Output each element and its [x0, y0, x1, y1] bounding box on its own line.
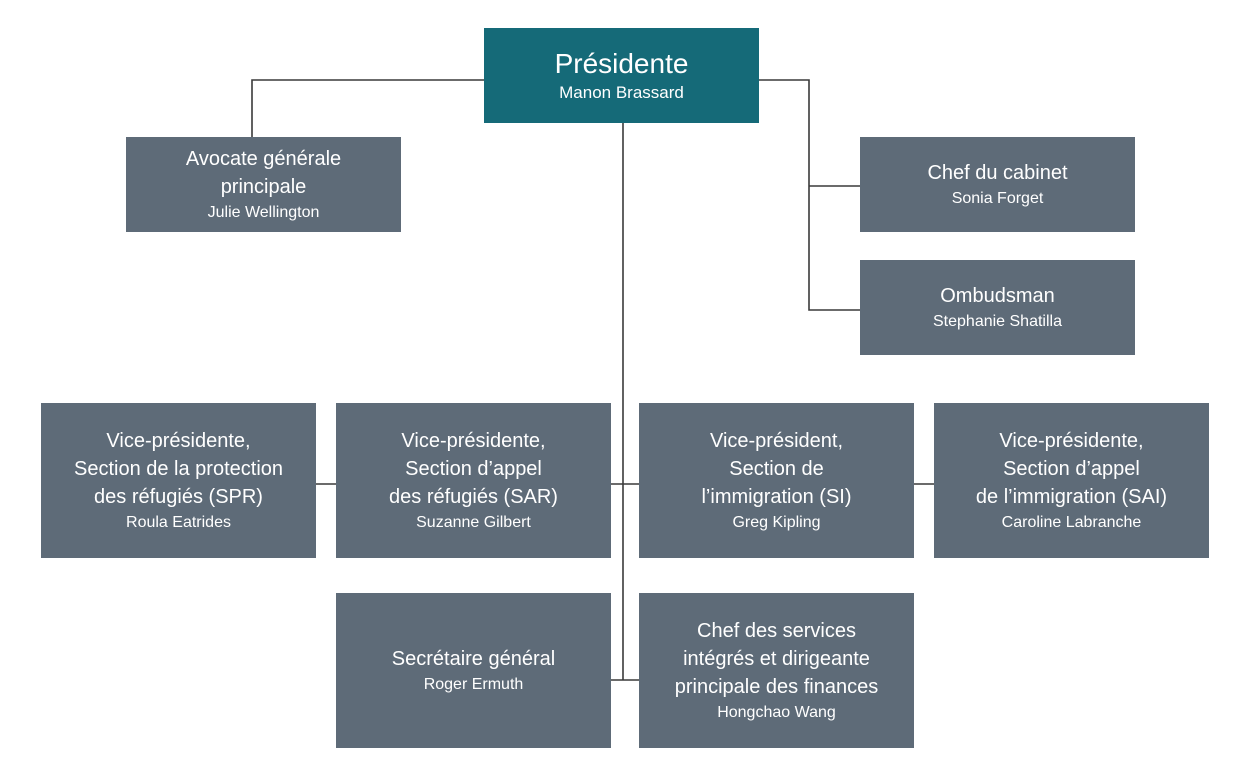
box-ombudsman: Ombudsman Stephanie Shatilla — [860, 260, 1135, 355]
connector-president-right — [759, 79, 860, 311]
president-name: Manon Brassard — [559, 83, 684, 102]
si-name: Greg Kipling — [732, 514, 821, 531]
president-title: Présidente — [555, 47, 689, 81]
secgen-title-line: Secrétaire général — [391, 648, 556, 670]
spr-title-line: Section de la protection — [73, 458, 284, 480]
spr-title-line: des réfugiés (SPR) — [94, 486, 263, 508]
finance-title-line: intégrés et dirigeante — [683, 648, 870, 670]
sai-title: Vice-présidente, Section d’appel de l’im… — [976, 427, 1167, 511]
avocate-title-line: principale — [220, 176, 307, 198]
cabinet-title: Chef du cabinet — [927, 159, 1067, 187]
sar-name: Suzanne Gilbert — [416, 514, 531, 531]
si-title-line: Section de — [729, 458, 824, 480]
box-vp-sai: Vice-présidente, Section d’appel de l’im… — [934, 403, 1209, 558]
sai-title-line: Section d’appel — [1003, 458, 1140, 480]
sar-title-line: Vice-présidente, — [401, 430, 546, 452]
finance-title-line: Chef des services — [697, 620, 856, 642]
box-president: Présidente Manon Brassard — [484, 28, 759, 123]
cabinet-name: Sonia Forget — [951, 190, 1044, 207]
box-chef-services-integres: Chef des services intégrés et dirigeante… — [639, 593, 914, 748]
sar-title-line: des réfugiés (SAR) — [389, 486, 558, 508]
sar-title-line: Section d’appel — [405, 458, 542, 480]
si-title-line: l’immigration (SI) — [701, 486, 852, 508]
connector-president-avocate — [251, 79, 484, 137]
finance-name: Hongchao Wang — [717, 704, 836, 721]
box-vp-si: Vice-président, Section de l’immigration… — [639, 403, 914, 558]
sar-title: Vice-présidente, Section d’appel des réf… — [389, 427, 558, 511]
sai-name: Caroline Labranche — [1001, 514, 1142, 531]
avocate-title: Avocate générale principale — [186, 145, 341, 201]
spr-name: Roula Eatrides — [126, 514, 231, 531]
ombudsman-title: Ombudsman — [940, 282, 1055, 310]
box-vp-spr: Vice-présidente, Section de la protectio… — [41, 403, 316, 558]
secgen-title: Secrétaire général — [392, 645, 555, 673]
spr-title-line: Vice-présidente, — [106, 430, 251, 452]
sai-title-line: Vice-présidente, — [999, 430, 1144, 452]
box-secretaire-general: Secrétaire général Roger Ermuth — [336, 593, 611, 748]
secgen-name: Roger Ermuth — [423, 676, 524, 693]
ombudsman-title-line: Ombudsman — [940, 285, 1055, 307]
box-avocate-generale: Avocate générale principale Julie Wellin… — [126, 137, 401, 232]
si-title: Vice-président, Section de l’immigration… — [701, 427, 851, 511]
box-chef-du-cabinet: Chef du cabinet Sonia Forget — [860, 137, 1135, 232]
finance-title: Chef des services intégrés et dirigeante… — [675, 617, 878, 701]
finance-title-line: principale des finances — [674, 676, 879, 698]
president-title-line: Présidente — [554, 48, 689, 79]
cabinet-title-line: Chef du cabinet — [927, 162, 1068, 184]
ombudsman-name: Stephanie Shatilla — [933, 313, 1062, 330]
si-title-line: Vice-président, — [709, 430, 844, 452]
avocate-title-line: Avocate générale — [185, 148, 342, 170]
sai-title-line: de l’immigration (SAI) — [975, 486, 1168, 508]
box-vp-sar: Vice-présidente, Section d’appel des réf… — [336, 403, 611, 558]
avocate-name: Julie Wellington — [207, 204, 320, 221]
spr-title: Vice-présidente, Section de la protectio… — [74, 427, 283, 511]
